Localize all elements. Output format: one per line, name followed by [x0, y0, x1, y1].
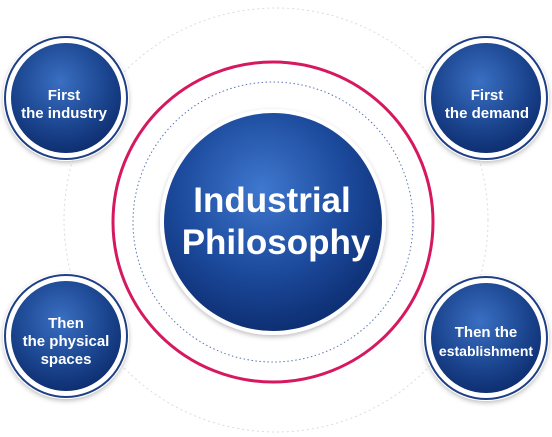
- node-bottom-left-line-1: Then: [48, 315, 84, 332]
- node-first-the-industry: First the industry: [3, 35, 129, 161]
- node-bottom-right-line-2: establishment: [439, 343, 533, 359]
- node-first-the-demand: First the demand: [423, 35, 549, 161]
- node-then-the-establishment: Then the establishment: [423, 275, 549, 401]
- node-top-left-line-1: First: [48, 87, 81, 104]
- node-bottom-left-line-2: the physical: [23, 333, 110, 350]
- node-top-right-line-2: the demand: [445, 105, 529, 122]
- node-top-right-line-1: First: [471, 87, 504, 104]
- center-title-line-2: Philosophy: [182, 223, 371, 262]
- inner-dotted-ring: [132, 81, 414, 363]
- accent-ring: [111, 60, 435, 384]
- center-node: Industrial Philosophy: [160, 109, 386, 335]
- node-bottom-left-line-3: spaces: [41, 351, 92, 368]
- outer-orbit-ring: [63, 7, 489, 433]
- node-top-left-line-2: the industry: [21, 105, 107, 122]
- node-bottom-right-line-1: Then the: [455, 324, 518, 341]
- center-title-line-1: Industrial: [193, 181, 351, 220]
- node-then-the-physical-spaces: Then the physical spaces: [3, 273, 129, 399]
